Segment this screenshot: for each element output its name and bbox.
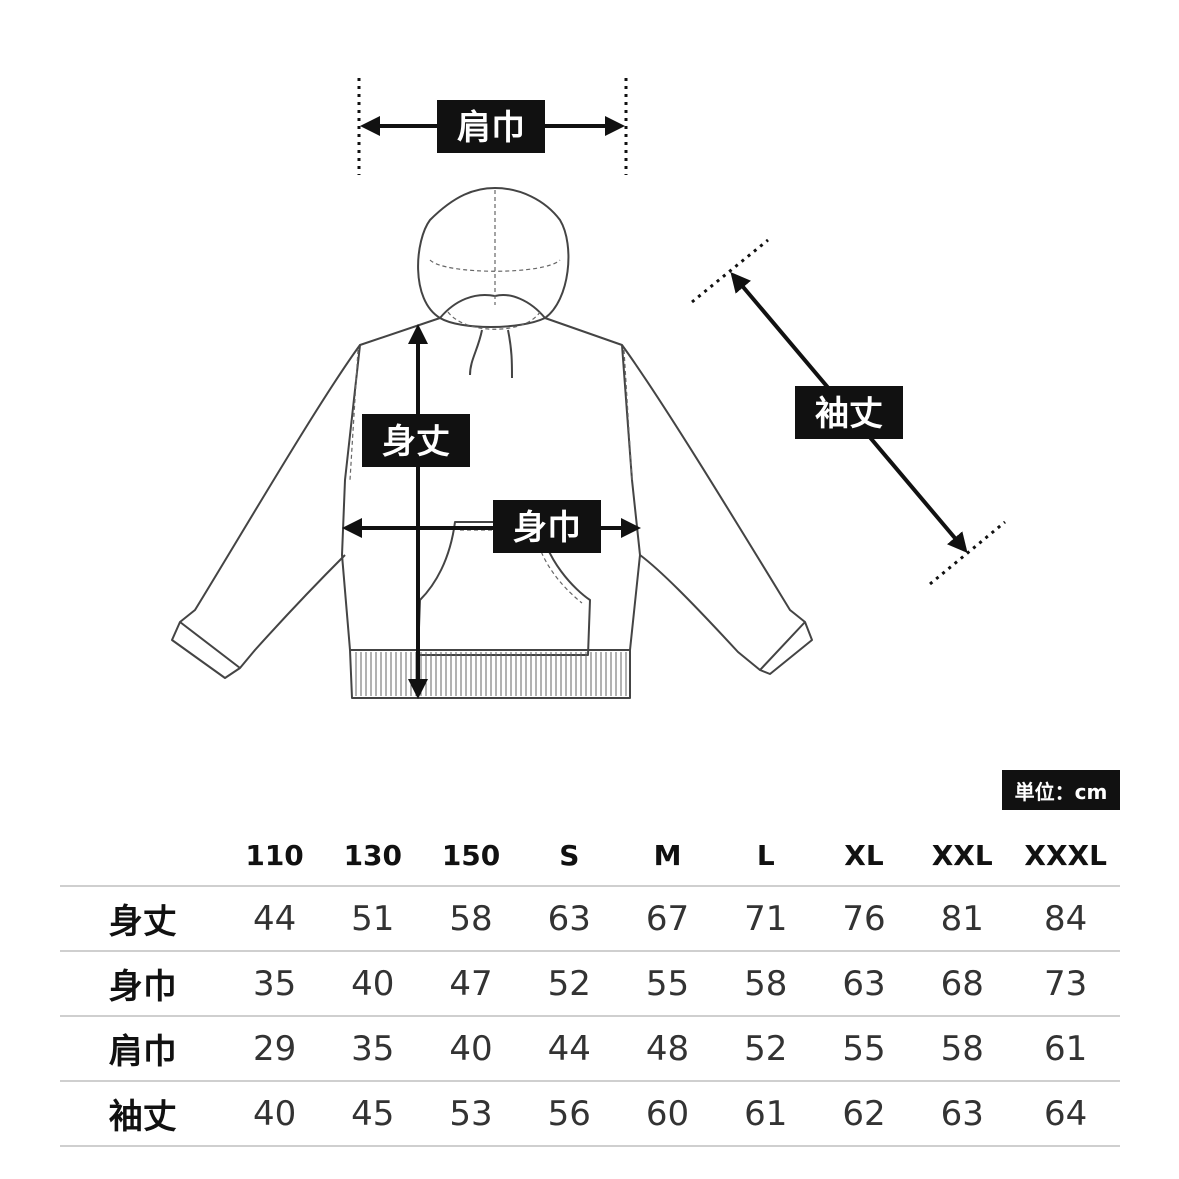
table-cell: 55 (618, 951, 717, 1017)
table-cell: 52 (520, 951, 619, 1017)
size-header-row: 110 130 150 S M L XL XXL XXXL (60, 825, 1120, 887)
table-cell: 62 (814, 1081, 914, 1147)
table-cell: 48 (618, 1016, 717, 1082)
table-cell: 81 (913, 886, 1012, 952)
table-cell: 40 (421, 1016, 521, 1082)
table-cell: 51 (323, 886, 422, 952)
table-cell: 60 (618, 1081, 717, 1147)
label-body-width: 身巾 (513, 508, 581, 548)
table-cell: 73 (1011, 951, 1120, 1017)
size-header: S (520, 825, 619, 887)
row-label: 袖丈 (60, 1081, 226, 1147)
sleeve-length-measure: 袖丈 (691, 238, 1006, 586)
table-cell: 76 (814, 886, 914, 952)
size-header: XXXL (1011, 825, 1120, 887)
table-cell: 29 (225, 1016, 324, 1082)
size-header: XXL (913, 825, 1012, 887)
label-shoulder-width: 肩巾 (457, 108, 525, 148)
table-cell: 55 (814, 1016, 914, 1082)
table-cell: 44 (225, 886, 324, 952)
table-row: 肩巾 29 35 40 44 48 52 55 58 61 (60, 1016, 1120, 1082)
table-cell: 58 (913, 1016, 1012, 1082)
table-cell: 68 (913, 951, 1012, 1017)
label-body-length: 身丈 (382, 422, 450, 462)
size-header: 150 (421, 825, 521, 887)
size-header: XL (814, 825, 914, 887)
table-row: 袖丈 40 45 53 56 60 61 62 63 64 (60, 1081, 1120, 1147)
table-cell: 44 (520, 1016, 619, 1082)
corner-cell (60, 825, 226, 887)
table-cell: 67 (618, 886, 717, 952)
table-cell: 40 (225, 1081, 324, 1147)
table-cell: 61 (716, 1081, 815, 1147)
table-cell: 58 (716, 951, 815, 1017)
table-cell: 63 (913, 1081, 1012, 1147)
hoodie-diagram: 肩巾 身丈 身巾 袖丈 (171, 78, 1006, 699)
row-label: 身巾 (60, 951, 226, 1017)
size-header: M (618, 825, 717, 887)
row-label: 肩巾 (60, 1016, 226, 1082)
size-header: 110 (225, 825, 324, 887)
table-cell: 58 (421, 886, 521, 952)
table-cell: 61 (1011, 1016, 1120, 1082)
size-header: L (716, 825, 815, 887)
table-cell: 45 (323, 1081, 422, 1147)
table-cell: 35 (323, 1016, 422, 1082)
size-header: 130 (323, 825, 422, 887)
table-cell: 53 (421, 1081, 521, 1147)
table-cell: 35 (225, 951, 324, 1017)
table-row: 身巾 35 40 47 52 55 58 63 68 73 (60, 951, 1120, 1017)
unit-badge: 単位：cm (1002, 770, 1120, 810)
table-cell: 63 (814, 951, 914, 1017)
hoodie-outline (171, 187, 813, 699)
table-cell: 64 (1011, 1081, 1120, 1147)
table-cell: 84 (1011, 886, 1120, 952)
shoulder-width-measure: 肩巾 (357, 78, 628, 175)
label-sleeve-length: 袖丈 (815, 394, 883, 434)
row-label: 身丈 (60, 886, 226, 952)
waistband-ribbing (355, 652, 627, 696)
table-cell: 47 (421, 951, 521, 1017)
table-row: 身丈 44 51 58 63 67 71 76 81 84 (60, 886, 1120, 952)
size-table: 110 130 150 S M L XL XXL XXXL 身丈 44 51 5… (60, 825, 1120, 1147)
table-cell: 40 (323, 951, 422, 1017)
body-length-measure: 身丈 (362, 324, 470, 699)
table-cell: 56 (520, 1081, 619, 1147)
table-cell: 63 (520, 886, 619, 952)
table-cell: 71 (716, 886, 815, 952)
body-width-measure: 身巾 (342, 500, 641, 553)
table-cell: 52 (716, 1016, 815, 1082)
